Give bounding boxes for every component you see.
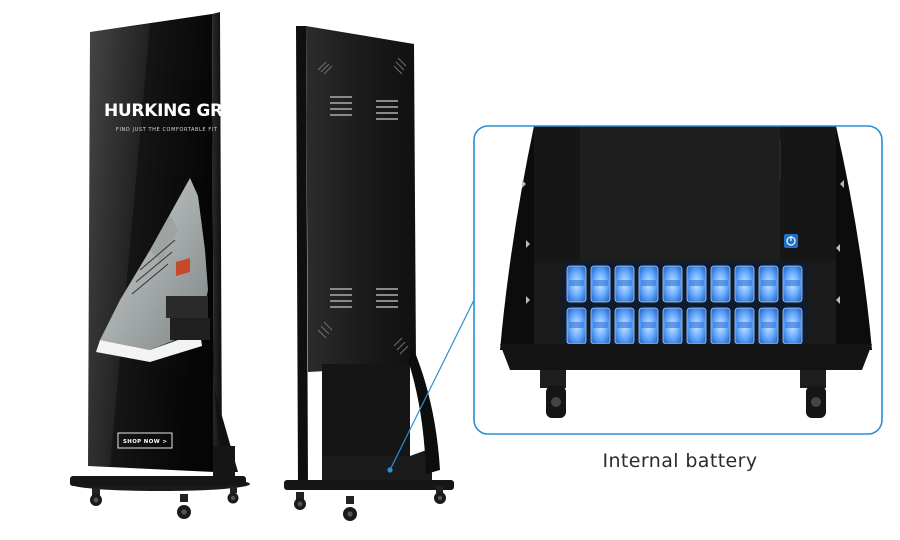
battery-cell-band — [593, 322, 608, 328]
rear-vent-grilles — [330, 96, 398, 308]
callout-casters — [540, 370, 826, 418]
battery-cell-band — [761, 322, 776, 328]
callout-caption: Internal battery — [602, 450, 758, 472]
battery-cell-band — [737, 280, 752, 286]
poster-button-label: SHOP NOW > — [123, 439, 167, 445]
callout-border — [473, 125, 883, 435]
battery-cell-band — [593, 280, 608, 286]
battery-cell-band — [689, 322, 704, 328]
battery-cell-band — [617, 322, 632, 328]
callout-connector-lower — [389, 299, 475, 471]
rear-stand-wheels — [294, 486, 446, 521]
poster-shop-button — [117, 432, 173, 449]
poster-headline: HURKING GREE! — [104, 101, 253, 121]
battery-cell-band — [569, 280, 584, 286]
battery-cell-band — [737, 322, 752, 328]
rear-view-stand — [284, 26, 454, 521]
battery-cell-band — [689, 280, 704, 286]
battery-cell-band — [713, 280, 728, 286]
poster-subline: FIND JUST THE COMFORTABLE FIT — [116, 127, 218, 133]
battery-cell-band — [761, 280, 776, 286]
power-icon — [784, 234, 798, 248]
battery-cell-band — [785, 322, 800, 328]
front-poster-stand: HURKING GREE! FIND JUST THE COMFORTABLE … — [70, 12, 253, 519]
sneaker-artwork — [96, 178, 210, 362]
battery-cell-band — [785, 280, 800, 286]
battery-cell-band — [617, 280, 632, 286]
battery-cell-band — [569, 322, 584, 328]
battery-cell-band — [665, 280, 680, 286]
battery-cell-array — [566, 265, 803, 345]
battery-cell-band — [665, 322, 680, 328]
battery-callout — [473, 125, 883, 435]
battery-cell-band — [641, 280, 656, 286]
battery-cell-band — [641, 322, 656, 328]
battery-cell-band — [713, 322, 728, 328]
front-stand-wheels — [90, 486, 239, 519]
